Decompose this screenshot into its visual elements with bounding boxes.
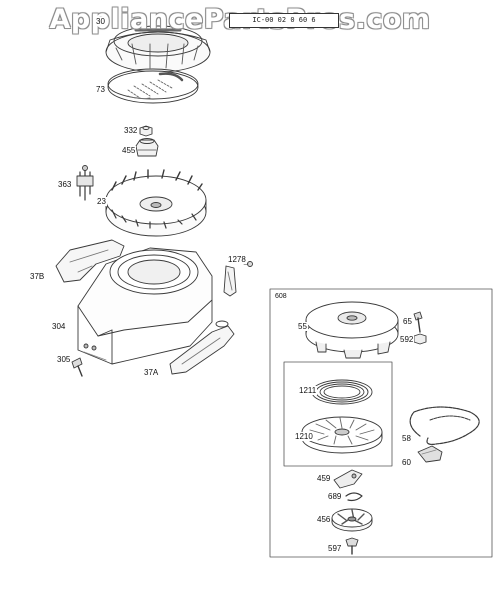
label-597: 597 — [327, 544, 343, 553]
label-1278: 1278 — [227, 255, 247, 264]
label-459: 459 — [316, 474, 332, 483]
label-304: 304 — [51, 322, 67, 331]
label-58: 58 — [401, 434, 412, 443]
part-1278-drawing — [223, 261, 253, 297]
label-608: 608 — [274, 292, 288, 301]
kit-608-box — [269, 288, 493, 558]
part-459-drawing — [333, 469, 363, 489]
part-37B-drawing — [55, 239, 125, 283]
part-332-drawing — [139, 125, 153, 137]
label-455: 455 — [121, 146, 137, 155]
label-592: 592 — [399, 335, 415, 344]
part-65-drawing — [413, 311, 423, 333]
part-1211-drawing — [311, 379, 373, 405]
label-456: 456 — [316, 515, 332, 524]
part-455-drawing — [135, 138, 159, 157]
label-23: 23 — [96, 197, 107, 206]
part-305-drawing — [71, 357, 83, 377]
label-305: 305 — [56, 355, 72, 364]
label-60: 60 — [401, 458, 412, 467]
label-332: 332 — [123, 126, 139, 135]
part-363-drawing — [76, 165, 94, 201]
part-597-drawing — [345, 537, 359, 555]
part-60-drawing — [417, 445, 443, 463]
part-304-drawing — [77, 247, 213, 365]
label-689: 689 — [327, 492, 343, 501]
part-23-drawing — [105, 169, 207, 237]
reference-code-box: IC-00 02 0 60 6 — [229, 13, 339, 28]
part-689-drawing — [345, 492, 363, 502]
label-37B: 37B — [29, 272, 46, 281]
label-1210: 1210 — [294, 432, 314, 441]
label-30: 30 — [95, 17, 106, 26]
label-73: 73 — [95, 85, 106, 94]
part-592-drawing — [413, 333, 427, 345]
label-1211: 1211 — [298, 386, 318, 395]
part-1210-drawing — [301, 416, 383, 454]
label-363: 363 — [57, 180, 73, 189]
inner-box — [283, 361, 393, 467]
part-55-drawing — [305, 301, 399, 359]
label-37A: 37A — [143, 368, 160, 377]
part-456-drawing — [331, 508, 373, 532]
label-55: 55 — [297, 322, 308, 331]
label-65: 65 — [402, 317, 413, 326]
part-37A-drawing — [169, 320, 235, 375]
part-58-drawing — [409, 406, 480, 445]
part-30-drawing — [105, 25, 211, 73]
part-73-drawing — [107, 68, 199, 104]
